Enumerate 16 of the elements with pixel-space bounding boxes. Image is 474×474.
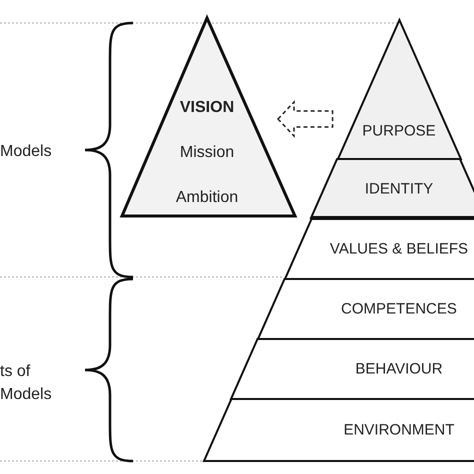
layer-label: COMPETENCES	[341, 302, 457, 316]
pyramid-layer	[204, 399, 474, 461]
layer-label: IDENTITY	[364, 181, 434, 196]
layer-label: VALUES & BELIEFS	[330, 241, 468, 256]
layer-label: BEHAVIOUR	[355, 362, 443, 376]
pyramid-layer	[284, 218, 474, 279]
layer-label: Ambition	[176, 190, 238, 206]
layer-label: Mission	[180, 145, 234, 161]
side-label: ts of Models	[0, 362, 53, 405]
block-arrow	[276, 100, 334, 138]
layer-label: PURPOSE	[362, 124, 436, 138]
pyramid-layer	[311, 159, 474, 218]
pyramid-apex-layer	[338, 20, 460, 159]
layer-label: ENVIRONMENT	[344, 422, 454, 438]
heading: VISION	[180, 100, 234, 116]
side-label: Models	[0, 142, 53, 162]
